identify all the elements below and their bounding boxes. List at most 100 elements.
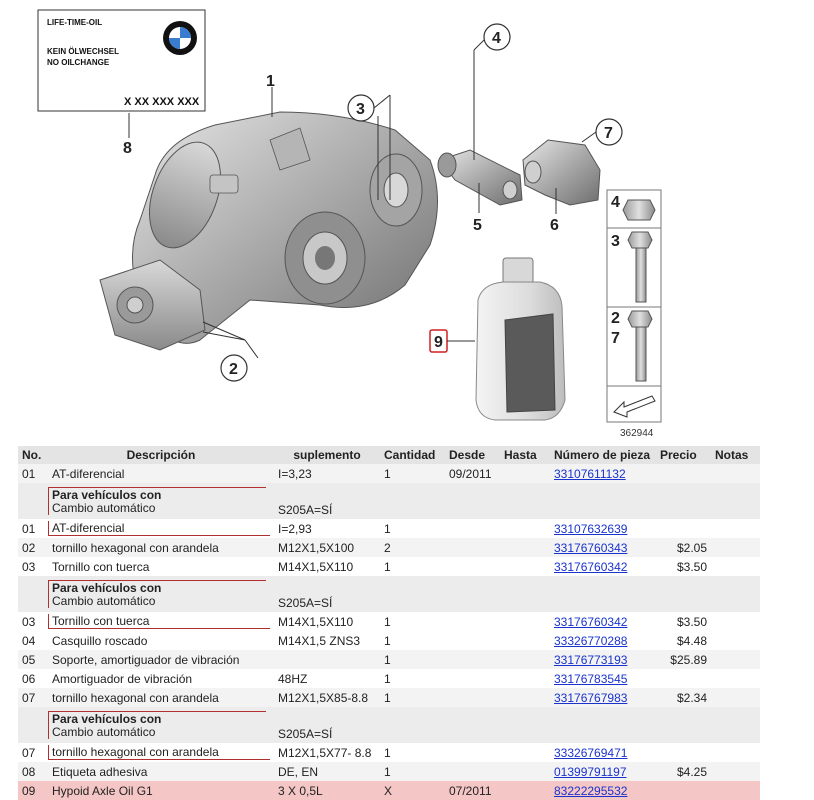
- cell-to: [500, 762, 550, 781]
- fastener-side-panel: 4 3 2 7: [606, 189, 662, 423]
- cell-desc-text: Tornillo con tuerca: [48, 614, 270, 629]
- callout-1: 1: [266, 73, 275, 90]
- condition-subtitle: Cambio automático: [52, 725, 156, 739]
- callout-8: 8: [123, 140, 132, 157]
- header-from: Desde: [445, 446, 500, 464]
- cell-qty: 1: [380, 464, 445, 483]
- callout-2: 2: [229, 361, 238, 378]
- cell-qty: 1: [380, 557, 445, 576]
- cell-desc-text: tornillo hexagonal con arandela: [52, 690, 219, 705]
- part-number-link[interactable]: 33176760342: [554, 614, 628, 629]
- header-to: Hasta: [500, 446, 550, 464]
- diagram-id: 362944: [620, 428, 654, 439]
- cell-from: 07/2011: [445, 781, 500, 800]
- cell-from: [445, 762, 500, 781]
- cell-supl: M12X1,5X77- 8.8: [274, 743, 380, 762]
- part-number-link[interactable]: 33176783545: [554, 671, 628, 686]
- cell-desc-text: Soporte, amortiguador de vibración: [52, 652, 240, 667]
- cell-supl: M12X1,5X85-8.8: [274, 688, 380, 707]
- panel-label-3: 3: [611, 233, 620, 250]
- cell-price: $2.34: [656, 688, 711, 707]
- cell-notes: [711, 538, 760, 557]
- cell-from: [445, 688, 500, 707]
- vibration-damper: [522, 139, 601, 206]
- cell-to: [500, 464, 550, 483]
- part-number-link[interactable]: 33176767983: [554, 690, 628, 705]
- cell-to: [500, 688, 550, 707]
- part-number-link[interactable]: 01399791197: [554, 764, 627, 779]
- part-number-link[interactable]: 33176773193: [554, 652, 628, 667]
- cell-no: 01: [18, 464, 48, 483]
- cell-desc: tornillo hexagonal con arandela: [48, 538, 274, 557]
- cell-desc: Tornillo con tuerca: [48, 557, 274, 576]
- part-number-link[interactable]: 33326769471: [554, 745, 628, 760]
- part-number-link[interactable]: 33326770288: [554, 633, 628, 648]
- cell-notes: [711, 669, 760, 688]
- cell-no: 07: [18, 743, 48, 762]
- cell-no: 01: [18, 519, 48, 538]
- cell-price: $4.25: [656, 762, 711, 781]
- sticker-code: X XX XXX XXX: [124, 96, 200, 108]
- differential-housing: [99, 111, 438, 351]
- cell-part: 33176773193: [550, 650, 656, 669]
- cell-price: [656, 743, 711, 762]
- cell-no: 03: [18, 612, 48, 631]
- panel-label-2: 2: [611, 310, 620, 327]
- callout-4: 4: [492, 30, 501, 47]
- header-price: Precio: [656, 446, 711, 464]
- cell-desc-text: Casquillo roscado: [52, 633, 148, 648]
- panel-label-4: 4: [611, 194, 620, 211]
- cell-price: [656, 781, 711, 800]
- bmw-logo-icon: [163, 21, 197, 55]
- sticker-line3: NO OILCHANGE: [47, 58, 110, 67]
- cell-desc-text: tornillo hexagonal con arandela: [52, 540, 219, 555]
- cell-desc: AT-diferencial: [48, 519, 274, 538]
- panel-label-7: 7: [611, 330, 620, 347]
- part-number-link[interactable]: 33176760343: [554, 540, 628, 555]
- cell-desc: AT-diferencial: [48, 464, 274, 483]
- cell-qty: 1: [380, 762, 445, 781]
- condition-title: Para vehículos con: [52, 488, 162, 502]
- vibration-damper-bracket: [437, 149, 523, 206]
- part-number-link[interactable]: 33107611132: [554, 466, 626, 481]
- cell-from: [445, 631, 500, 650]
- cell-qty: 1: [380, 612, 445, 631]
- cell-part: 33176767983: [550, 688, 656, 707]
- part-number-link[interactable]: 83222295532: [554, 783, 628, 798]
- callout-3: 3: [356, 101, 365, 118]
- cell-part: 33107632639: [550, 519, 656, 538]
- cell-desc-text: Etiqueta adhesiva: [52, 764, 148, 779]
- cell-qty: X: [380, 781, 445, 800]
- cell-price: $2.05: [656, 538, 711, 557]
- condition-title: Para vehículos con: [52, 712, 162, 726]
- cell-desc-text: AT-diferencial: [48, 521, 270, 536]
- cell-supl: DE, EN: [274, 762, 380, 781]
- cell-from: [445, 519, 500, 538]
- cell-part: 33176760342: [550, 557, 656, 576]
- cell-supl: S205A=SÍ: [274, 576, 380, 612]
- table-header-row: No. Descripción suplemento Cantidad Desd…: [18, 446, 760, 464]
- cell-from: [445, 743, 500, 762]
- cell-part: 33176760343: [550, 538, 656, 557]
- header-part: Número de pieza: [550, 446, 656, 464]
- cell-price: $25.89: [656, 650, 711, 669]
- cell-no: [18, 707, 48, 743]
- oil-bottle: [475, 257, 566, 421]
- cell-desc: Hypoid Axle Oil G1: [48, 781, 274, 800]
- cell-desc-text: tornillo hexagonal con arandela: [48, 745, 270, 760]
- part-number-link[interactable]: 33176760342: [554, 559, 628, 574]
- sticker-line1: LIFE-TIME-OIL: [47, 18, 102, 27]
- cell-price: $3.50: [656, 557, 711, 576]
- cell-from: [445, 650, 500, 669]
- part-number-link[interactable]: 33107632639: [554, 521, 628, 536]
- cell-no: [18, 576, 48, 612]
